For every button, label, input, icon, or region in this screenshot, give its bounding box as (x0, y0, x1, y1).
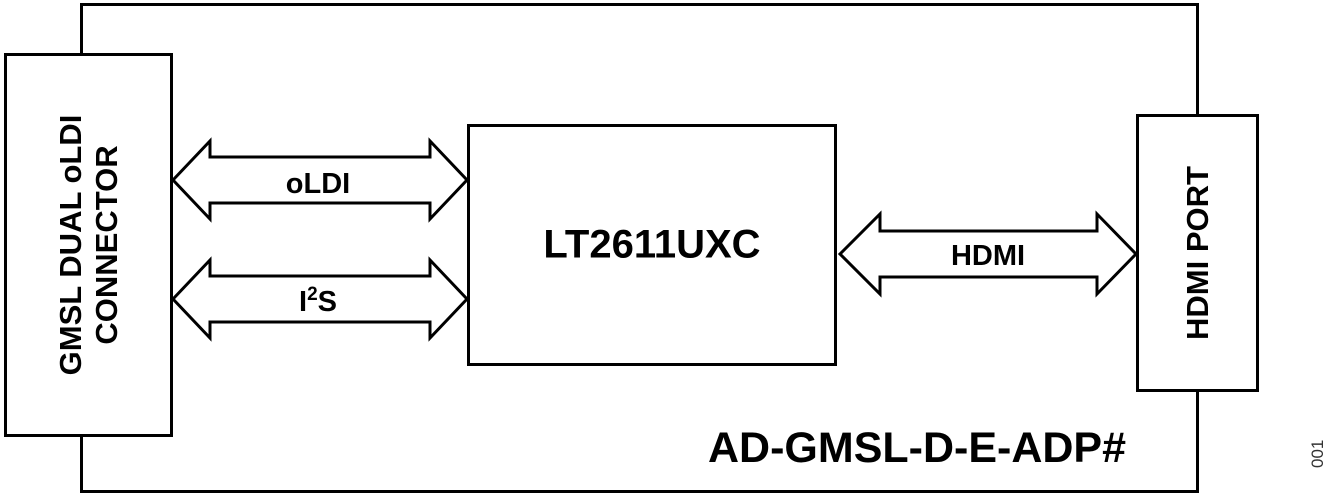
gmsl-dual-oldi-connector-block: GMSL DUAL oLDI CONNECTOR (4, 53, 173, 437)
hdmi-arrow (837, 210, 1139, 298)
i2s-label-tail: S (318, 286, 337, 318)
board-label: AD-GMSL-D-E-ADP# (708, 424, 1127, 472)
hdmi-label: HDMI (951, 240, 1025, 272)
i2s-label-base: I (299, 286, 307, 318)
oldi-arrow (170, 137, 470, 223)
hdmi-port-block: HDMI PORT (1136, 114, 1259, 392)
figure-number: 001 (1308, 439, 1327, 468)
i2s-arrow (170, 256, 470, 342)
i2s-label-superscript: 2 (307, 284, 318, 305)
lt2611uxc-chip-block: LT2611UXC (467, 124, 837, 366)
i2s-label: I2S (299, 284, 337, 318)
oldi-label: oLDI (286, 168, 350, 200)
chip-label: LT2611UXC (543, 222, 761, 267)
